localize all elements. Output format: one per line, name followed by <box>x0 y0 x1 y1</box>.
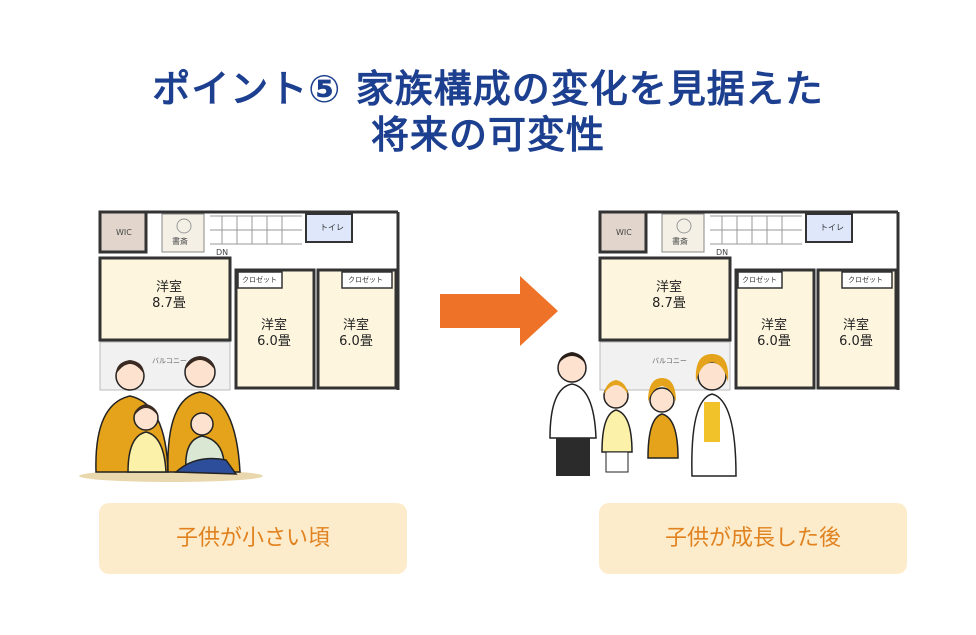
closet-label: クロゼット <box>848 276 883 284</box>
wic-label: WIC <box>116 228 132 237</box>
room-c-name: 洋室 <box>342 318 369 333</box>
caption-after: 子供が成長した後 <box>599 503 907 574</box>
page-title: ポイント⑤ 家族構成の変化を見据えた 将来の可変性 <box>0 66 976 158</box>
room-a-size: 8.7畳 <box>652 296 686 311</box>
room-b-name: 洋室 <box>760 318 787 333</box>
family-small-children-illustration <box>79 356 263 482</box>
room-c-name: 洋室 <box>842 318 869 333</box>
wic-label: WIC <box>616 228 632 237</box>
family-grown-children-illustration <box>549 352 737 477</box>
floor-plan-drawing <box>598 210 900 391</box>
study-label: 書斎 <box>172 237 188 246</box>
room-b-size: 6.0畳 <box>257 334 291 349</box>
room-b-name: 洋室 <box>260 318 287 333</box>
room-c-size: 6.0畳 <box>339 334 373 349</box>
arrow-right-icon <box>440 276 558 346</box>
study-label: 書斎 <box>672 237 688 246</box>
room-a-name: 洋室 <box>655 280 682 295</box>
toilet-label: トイレ <box>320 223 344 232</box>
dn-label: DN <box>716 248 729 257</box>
title-line-2: 将来の可変性 <box>370 113 605 157</box>
balcony-label: バルコニー <box>152 357 187 365</box>
room-a-name: 洋室 <box>155 280 182 295</box>
room-c-size: 6.0畳 <box>839 334 873 349</box>
caption-before: 子供が小さい頃 <box>99 503 407 574</box>
title-line-1: ポイント⑤ 家族構成の変化を見据えた <box>152 67 824 111</box>
floor-plan-after: WIC 書斎 トイレ DN クロゼット クロゼット 洋室 8.7畳 洋室 6.0… <box>549 208 902 478</box>
toilet-label: トイレ <box>820 223 844 232</box>
balcony-label: バルコニー <box>652 357 687 365</box>
closet-label: クロゼット <box>742 276 777 284</box>
dn-label: DN <box>216 248 229 257</box>
room-a-size: 8.7畳 <box>152 296 186 311</box>
room-b-size: 6.0畳 <box>757 334 791 349</box>
floor-plan-before: WIC 書斎 トイレ DN クロゼット クロゼット 洋室 8.7畳 洋室 6.0… <box>79 208 402 482</box>
closet-label: クロゼット <box>348 276 383 284</box>
closet-label: クロゼット <box>242 276 277 284</box>
